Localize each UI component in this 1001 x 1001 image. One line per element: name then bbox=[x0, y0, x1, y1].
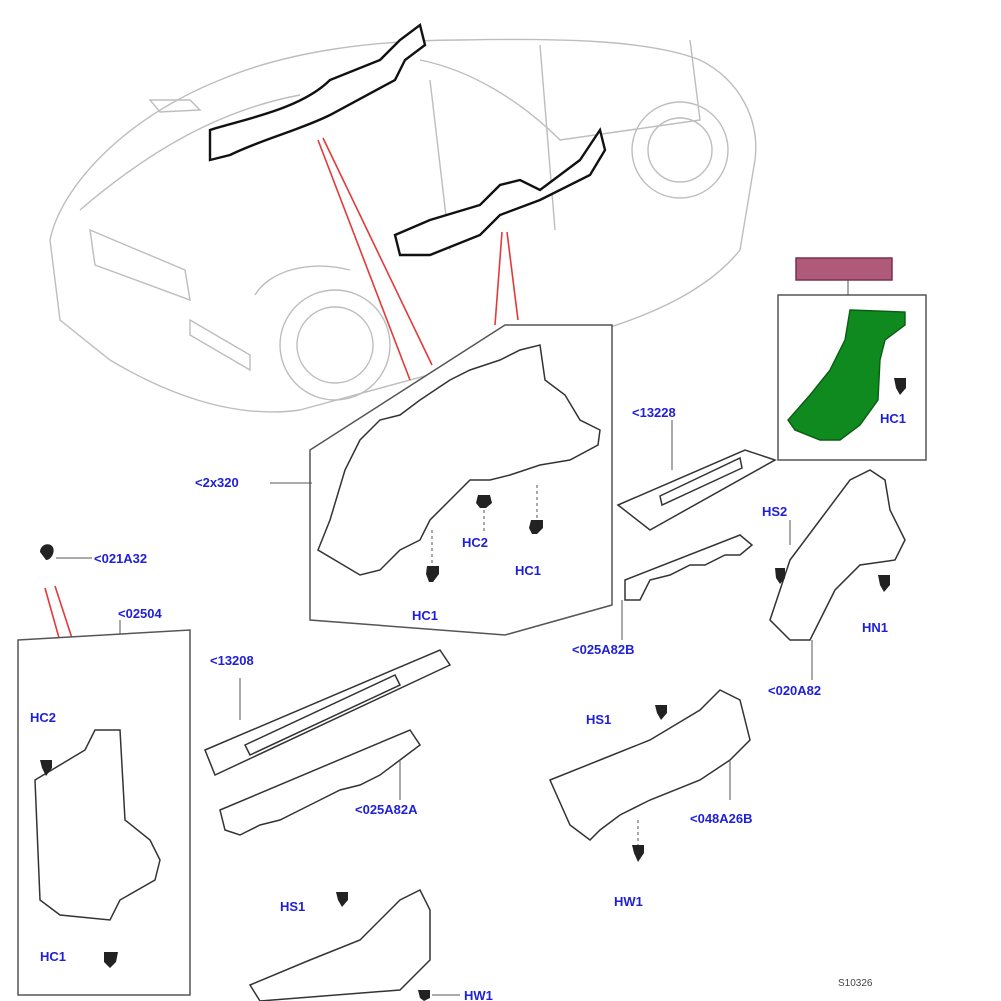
tread-plate-rear bbox=[616, 420, 777, 640]
label-hc1-inset: HC1 bbox=[880, 411, 906, 426]
fastener-hc1-lower bbox=[426, 530, 439, 582]
highlighted-part-inset bbox=[777, 257, 927, 461]
label-02504: <02504 bbox=[118, 606, 163, 621]
left-panel-frame bbox=[17, 544, 191, 996]
scuff-plate-lower bbox=[248, 888, 460, 1001]
label-hc1-left: HC1 bbox=[40, 949, 66, 964]
label-hn1: HN1 bbox=[862, 620, 888, 635]
label-hc2-center: HC2 bbox=[462, 535, 488, 550]
label-025a82a: <025A82A bbox=[355, 802, 418, 817]
label-13208: <13208 bbox=[210, 653, 254, 668]
scuff-plate-center bbox=[548, 689, 751, 862]
label-hs1-center: HS1 bbox=[586, 712, 611, 727]
tread-plate-front bbox=[204, 649, 452, 836]
label-021a32: <021A32 bbox=[94, 551, 147, 566]
label-hw1-lower: HW1 bbox=[464, 988, 493, 1001]
label-048a26b: <048A26B bbox=[690, 811, 753, 826]
label-hs2: HS2 bbox=[762, 504, 787, 519]
pillar-trim bbox=[769, 469, 906, 680]
vehicle-outline bbox=[49, 38, 757, 413]
label-hc1-lower: HC1 bbox=[412, 608, 438, 623]
fastener-hc1-center bbox=[529, 485, 543, 534]
part-labels: <2x320 HC2 HC1 HC1 <13228 <025A82B HS2 H… bbox=[30, 405, 906, 1001]
figure-code: S10326 bbox=[838, 978, 873, 989]
label-020a82: <020A82 bbox=[768, 683, 821, 698]
label-hw1-center: HW1 bbox=[614, 894, 643, 909]
label-hc2-left: HC2 bbox=[30, 710, 56, 725]
label-hc1-center: HC1 bbox=[515, 563, 541, 578]
fastener-hc2-center bbox=[476, 495, 492, 532]
vehicle-sill-trims bbox=[208, 22, 607, 257]
label-hs1-lower: HS1 bbox=[280, 899, 305, 914]
center-panel-frame bbox=[270, 324, 613, 636]
label-025a82b: <025A82B bbox=[572, 642, 635, 657]
label-2x320: <2x320 bbox=[195, 475, 239, 490]
label-13228: <13228 bbox=[632, 405, 676, 420]
